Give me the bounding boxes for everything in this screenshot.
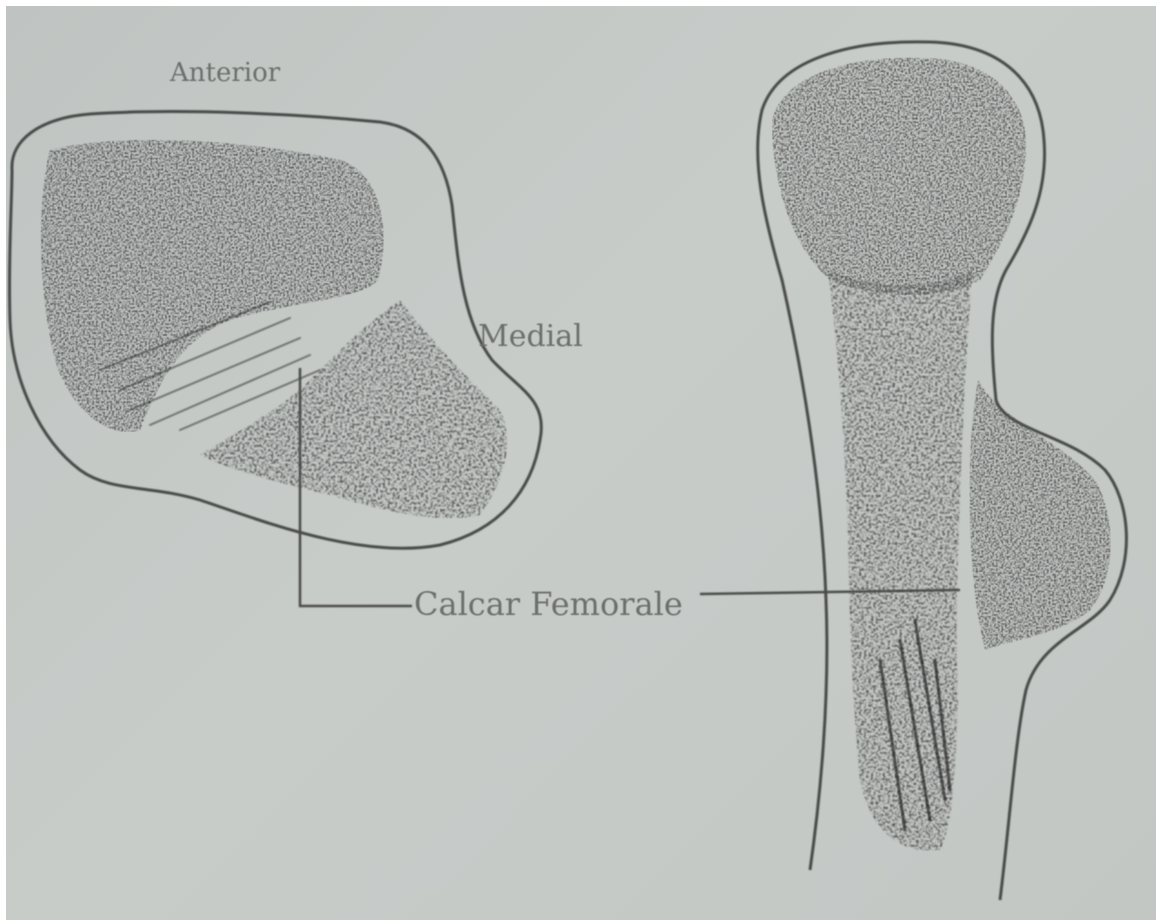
greater-trochanter-trabecular bbox=[970, 380, 1111, 650]
label-medial: Medial bbox=[478, 322, 583, 352]
femoral-head-trabecular bbox=[772, 58, 1026, 295]
proximal-femur bbox=[758, 42, 1127, 900]
label-anterior: Anterior bbox=[170, 60, 280, 86]
femoral-neck-trabecular bbox=[828, 270, 972, 851]
cross-section-trabecular-medial bbox=[200, 300, 507, 518]
label-calcar-femorale: Calcar Femorale bbox=[414, 588, 683, 620]
cross-section bbox=[9, 112, 541, 549]
